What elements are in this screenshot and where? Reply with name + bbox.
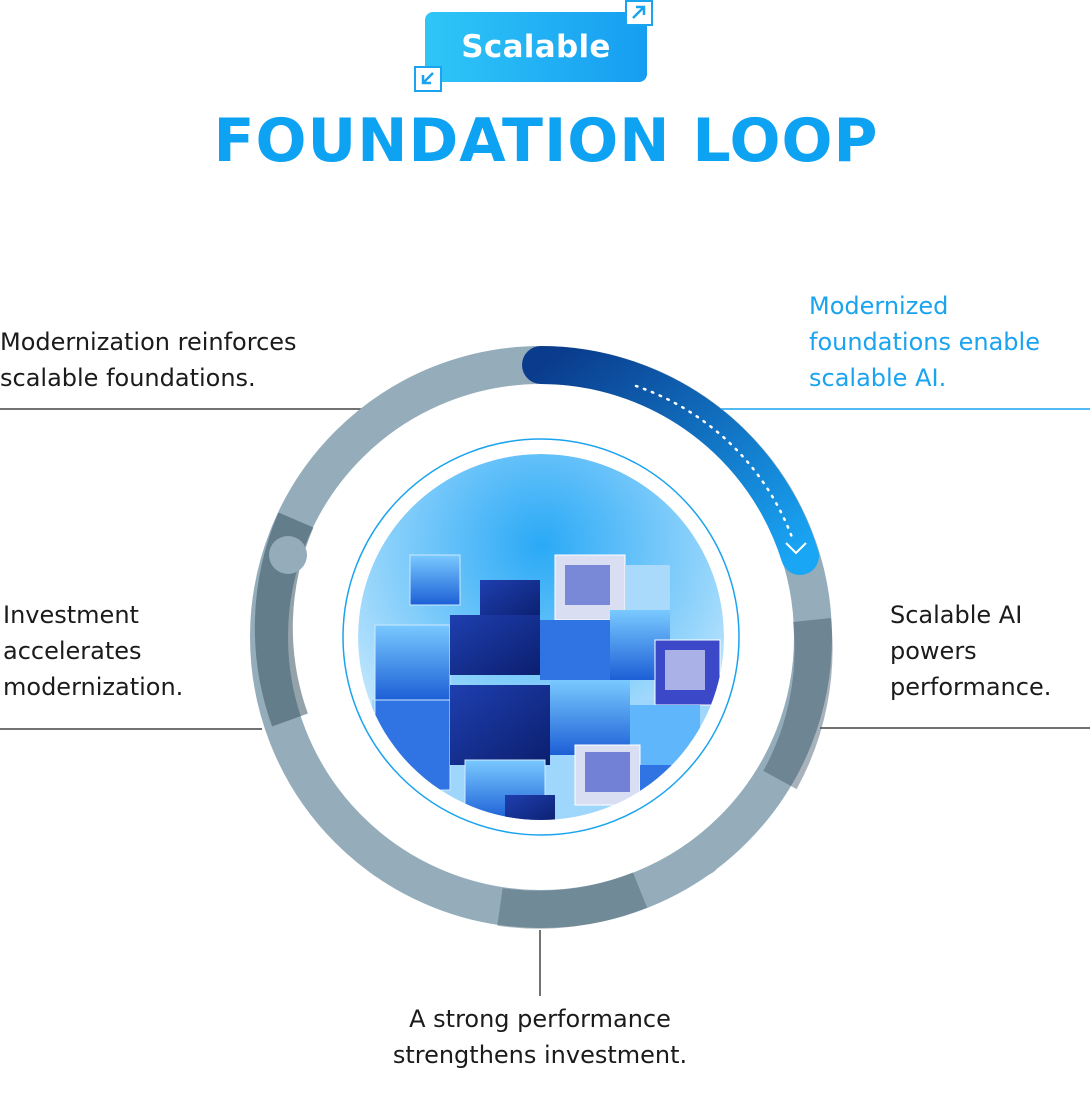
step-callout-active: Modernized foundations enable scalable A… [809,292,1040,392]
step-callout: Scalable AI powers performance. [890,601,1052,701]
segment-cap [366,841,404,879]
collapse-arrow-icon [414,66,442,92]
step-callout: Modernization reinforces scalable founda… [0,328,297,392]
segment-cap [269,536,307,574]
dotted-progress-arrow [634,384,795,542]
badge-label: Scalable [461,29,611,65]
expand-arrow-icon [625,0,653,26]
loop-segment-seam [497,872,648,929]
loop-segment-seam [763,617,833,790]
inner-ring [342,438,740,836]
step-callout: A strong performance strengthens investm… [392,1005,688,1069]
step-callout: Investment accelerates modernization. [3,601,184,701]
segment-cap [683,838,721,876]
scalable-badge: Scalable [425,12,647,82]
chevron-down-icon [785,542,807,555]
cubes-image [358,454,724,820]
page-title: FOUNDATION LOOP [213,106,879,176]
